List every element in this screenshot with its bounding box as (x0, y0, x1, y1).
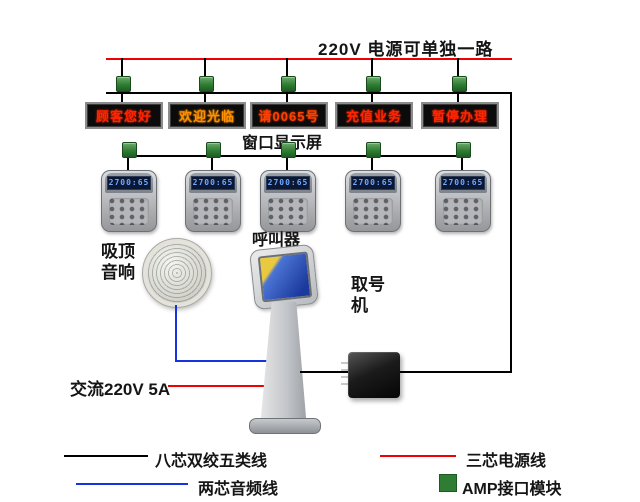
display-board: 暂停办理 (421, 102, 499, 129)
caller-lcd-panel: 2700:65 (349, 173, 397, 193)
caller-device: 2700:65 (185, 170, 241, 232)
legend-power-label: 三芯电源线 (466, 453, 547, 470)
kiosk-head (249, 243, 319, 311)
amp-connector-icon (281, 142, 296, 158)
display-board: 欢迎光临 (168, 102, 246, 129)
display-board: 请0065号 (250, 102, 328, 129)
caller-drop-line (127, 155, 129, 171)
amp-connector-icon (366, 76, 381, 92)
caller-keypad (353, 198, 393, 225)
caller-lcd-text: 2700:65 (266, 176, 310, 190)
audio-line-vertical (175, 305, 177, 362)
caller-drop-line (461, 155, 463, 171)
led-text: 请0065号 (258, 109, 320, 124)
legend-power-line (380, 455, 456, 457)
display-board: 充值业务 (335, 102, 413, 129)
power-bus-line (106, 58, 512, 60)
caller-lcd-text: 2700:65 (107, 176, 151, 190)
amp-connector-icon (199, 76, 214, 92)
caller-keypad (443, 198, 483, 225)
kiosk-label: 取号机 (351, 275, 385, 315)
caller-keypad (193, 198, 233, 225)
legend-amp-square-icon (439, 474, 457, 492)
led-text: 顾客您好 (95, 109, 152, 124)
caller-lcd-panel: 2700:65 (439, 173, 487, 193)
speaker-label: 吸顶音响 (101, 242, 135, 282)
kiosk-data-line (300, 371, 348, 373)
legend-audio-label: 两芯音频线 (198, 481, 279, 498)
led-text: 暂停办理 (431, 109, 488, 124)
kiosk-body (260, 302, 307, 422)
display-board: 顾客您好 (85, 102, 163, 129)
caller-drop-line (286, 155, 288, 171)
caller-lcd-text: 2700:65 (351, 176, 395, 190)
audio-line-horizontal (175, 360, 270, 362)
caller-device: 2700:65 (101, 170, 157, 232)
caller-lcd-panel: 2700:65 (264, 173, 312, 193)
amp-connector-icon (452, 76, 467, 92)
caller-device: 2700:65 (435, 170, 491, 232)
caller-lcd-text: 2700:65 (441, 176, 485, 190)
amp-interface-module (348, 352, 400, 398)
legend-cat5-line (64, 455, 148, 457)
legend-audio-line (76, 483, 188, 485)
top-power-note: 220V 电源可单独一路 (318, 40, 494, 59)
caller-drop-line (371, 155, 373, 171)
caller-lcd-panel: 2700:65 (105, 173, 153, 193)
amp-connector-icon (281, 76, 296, 92)
amp-connector-icon (206, 142, 221, 158)
callers-caption: 呼叫器 (252, 232, 301, 249)
trunk-line (510, 92, 512, 373)
led-text: 充值业务 (345, 109, 402, 124)
ceiling-speaker (142, 238, 212, 308)
legend-cat5-label: 八芯双绞五类线 (155, 453, 268, 470)
caller-drop-line (211, 155, 213, 171)
kiosk-screen (257, 251, 313, 303)
caller-keypad (268, 198, 308, 225)
caller-lcd-panel: 2700:65 (189, 173, 237, 193)
caller-lcd-text: 2700:65 (191, 176, 235, 190)
amp-connector-icon (366, 142, 381, 158)
kiosk-base (249, 418, 321, 434)
display-data-bus-line (106, 92, 512, 94)
ac-power-line (168, 385, 268, 387)
amp-module-pins (341, 362, 348, 390)
amp-connector-icon (456, 142, 471, 158)
amp-connector-icon (122, 142, 137, 158)
caller-keypad (109, 198, 149, 225)
module-trunk-line (400, 371, 512, 373)
led-text: 欢迎光临 (178, 109, 235, 124)
legend-amp-label: AMP接口模块 (462, 481, 562, 498)
caller-device: 2700:65 (260, 170, 316, 232)
ac-power-label: 交流220V 5A (70, 380, 171, 399)
caller-device: 2700:65 (345, 170, 401, 232)
amp-connector-icon (116, 76, 131, 92)
